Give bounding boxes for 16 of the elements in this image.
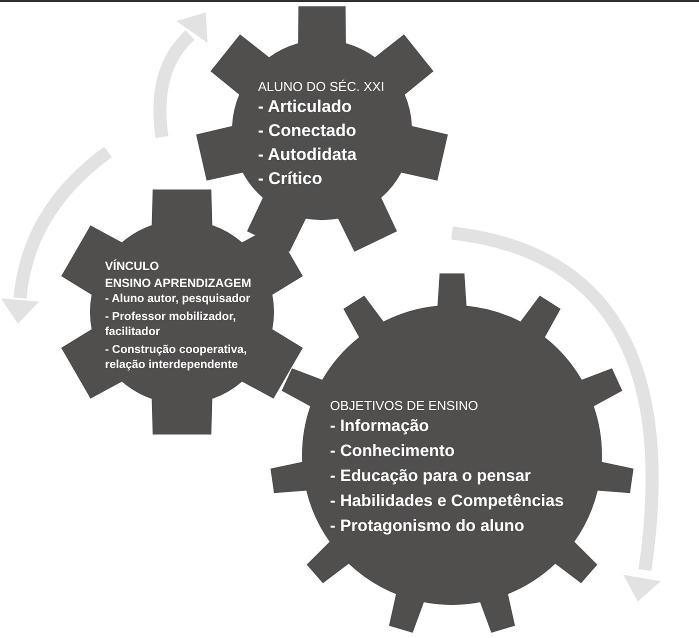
list-item: - Aluno autor, pesquisador <box>105 292 252 307</box>
gear-heading: ENSINO APRENDIZAGEM <box>105 275 252 292</box>
list-item: - Autodidata <box>258 144 358 166</box>
gear-heading: VÍNCULO <box>105 258 160 275</box>
list-item: - Informação <box>330 416 430 437</box>
list-item: - Professor mobilizador, facilitador <box>105 310 237 340</box>
list-item: - Protagonismo do aluno <box>330 516 526 537</box>
list-item: - Conectado <box>258 120 358 142</box>
gear-heading: ALUNO DO SÉC. XXI <box>258 78 386 95</box>
list-item: - Conhecimento <box>330 441 456 462</box>
list-item: - Crítico <box>258 168 324 190</box>
list-item: - Articulado <box>258 96 353 118</box>
list-item: - Educação para o pensar <box>330 466 532 487</box>
list-item: - Construção cooperativa, relação interdependente <box>105 343 248 373</box>
list-item: - Habilidades e Competências <box>330 491 565 512</box>
gear-heading: OBJETIVOS DE ENSINO <box>330 397 480 414</box>
